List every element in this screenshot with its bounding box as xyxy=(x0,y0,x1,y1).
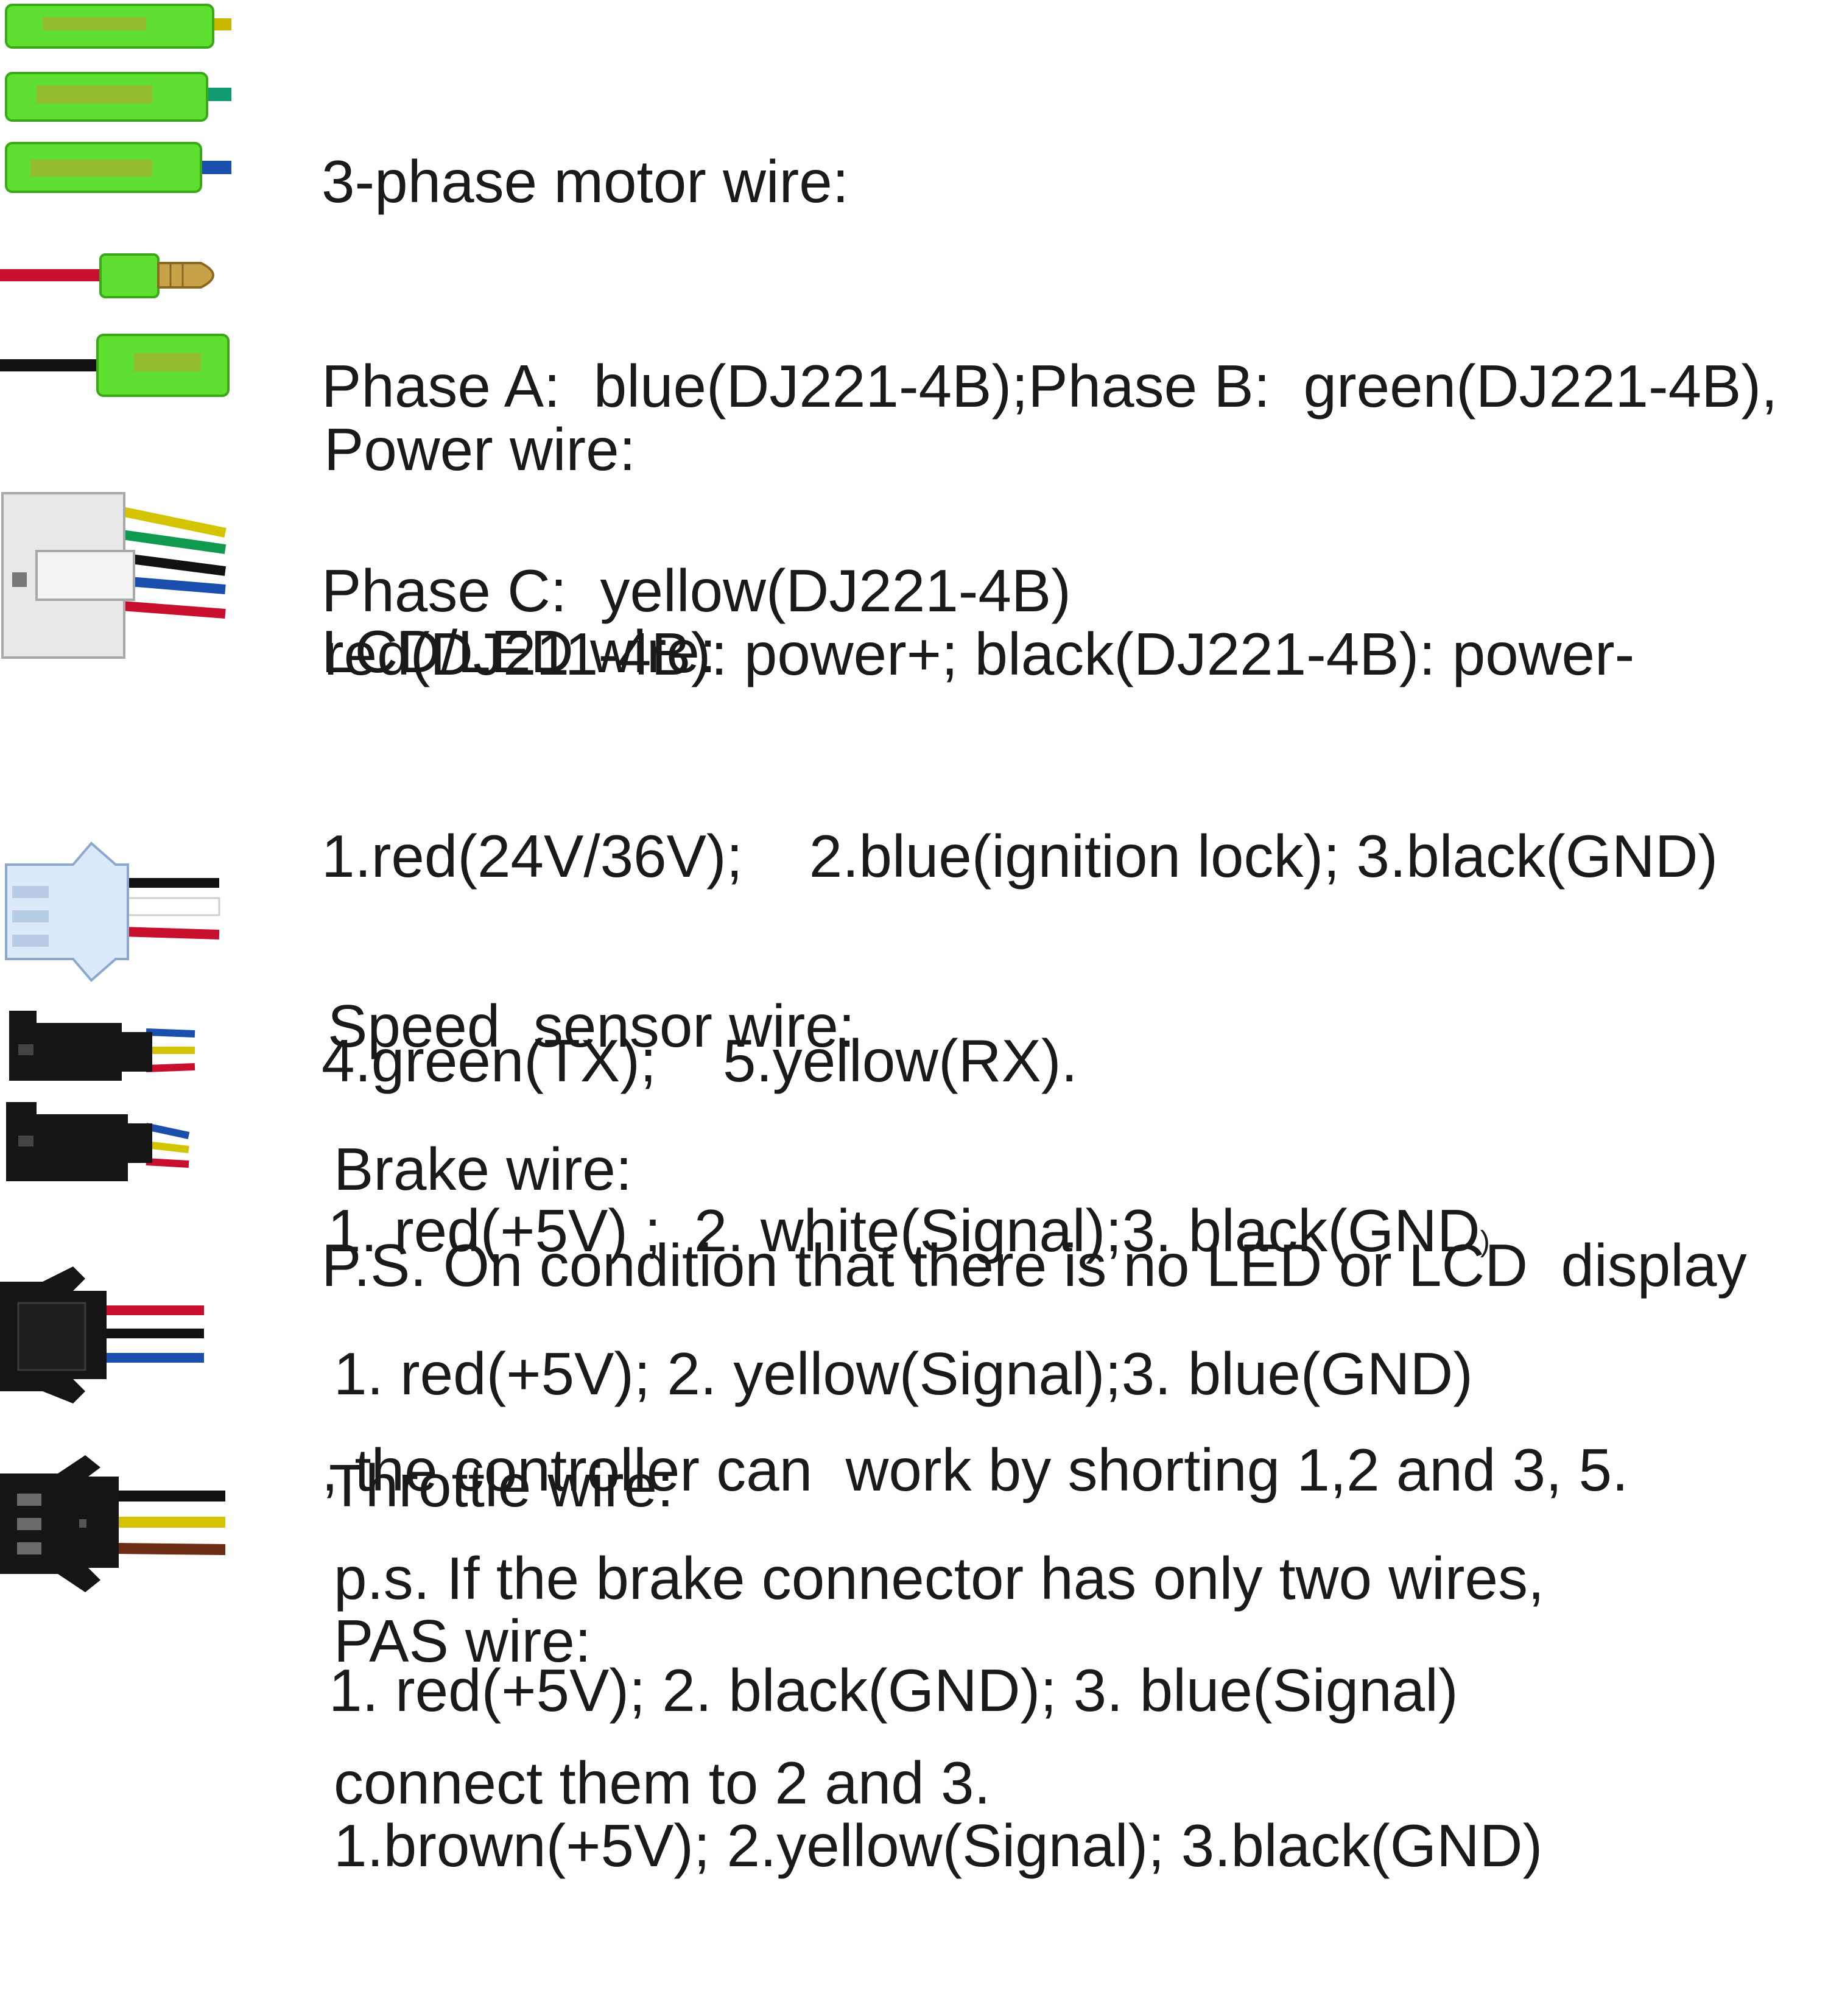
lcd-wire-5 xyxy=(121,601,226,619)
brake-connector-icon xyxy=(6,1011,195,1181)
pas-connector-icon xyxy=(0,1455,226,1592)
brake-wire-section: Brake wire: 1. red(+5V); 2. yellow(Signa… xyxy=(0,999,1828,1816)
lcd-wire-2 xyxy=(121,530,227,554)
wiring-diagram: 3-phase motor wire: Phase A: blue(DJ221-… xyxy=(0,0,1828,1879)
speed-heading: Speed sensor wire: xyxy=(328,992,856,1059)
lcd-led-wire-section: LCD/LED wire: 1.red(24V/36V); 2.blue(ign… xyxy=(0,481,1828,1503)
pas-heading: PAS wire: xyxy=(334,1607,591,1674)
power-line-1: red(DJ211-4B): power+; black(DJ221-4B): … xyxy=(324,620,1635,687)
pas-wire-section: PAS wire: 1.brown(+5V); 2.yellow(Signal)… xyxy=(0,1446,1828,1879)
brake-line-2: p.s. If the brake connector has only two… xyxy=(334,1545,1545,1612)
lcd-heading: LCD/LED wire: xyxy=(322,618,717,685)
motor-wire-section: 3-phase motor wire: Phase A: blue(DJ221-… xyxy=(0,0,1828,624)
motor-line-1: Phase A: blue(DJ221-4B);Phase B: green(D… xyxy=(322,353,1778,420)
brake-line-1: 1. red(+5V); 2. yellow(Signal);3. blue(G… xyxy=(334,1340,1473,1407)
speed-line-row: 1. red(+5V) ; 2. white(Signal);3. black(… xyxy=(328,1196,1490,1265)
pas-line-1: 1.brown(+5V); 2.yellow(Signal); 3.black(… xyxy=(334,1812,1543,1879)
brake-heading: Brake wire: xyxy=(334,1136,633,1203)
brake-wire-1 xyxy=(146,1028,195,1038)
lcd-wire-4 xyxy=(121,576,226,594)
power-wire-section: Power wire: red(DJ211-4B): power+; black… xyxy=(0,244,1828,687)
brake-wire-3 xyxy=(146,1063,195,1072)
lcd-wire-1 xyxy=(121,507,227,538)
throttle-connector-icon xyxy=(0,1266,204,1403)
bullet-connector-icon xyxy=(5,4,231,193)
speed-sensor-wire-section: Speed sensor wire: 1. red(+5V) ; 2. whit… xyxy=(0,831,1828,1264)
lcd-wire-3 xyxy=(121,553,227,576)
speed-line-tail: ) xyxy=(1480,1226,1490,1258)
throttle-wire-section: Throttle wire: 1. red(+5V); 2. black(GND… xyxy=(0,1266,1828,1724)
pas-wire-3 xyxy=(115,1543,226,1555)
throttle-heading: Throttle wire: xyxy=(329,1452,674,1519)
motor-heading: 3-phase motor wire: xyxy=(322,148,849,215)
lcd-line-4: , the controller can work by shorting 1,… xyxy=(322,1436,1629,1503)
lcd-line-2: 4.green(TX); 5.yellow(RX). xyxy=(322,1027,1078,1094)
power-connector-icon xyxy=(0,253,230,397)
speed-wire-3 xyxy=(121,927,220,940)
five-pin-connector-icon xyxy=(1,492,227,659)
lcd-line-1: 1.red(24V/36V); 2.blue(ignition lock); 3… xyxy=(322,823,1718,890)
motor-line-2: Phase C: yellow(DJ221-4B) xyxy=(322,557,1071,624)
power-heading: Power wire: xyxy=(324,416,636,483)
three-pin-white-connector-icon xyxy=(5,841,220,982)
speed-line-1: 1. red(+5V) ; 2. white(Signal);3. black(… xyxy=(328,1197,1480,1264)
lcd-line-3: P.S. On condition that there is no LED o… xyxy=(322,1232,1747,1299)
